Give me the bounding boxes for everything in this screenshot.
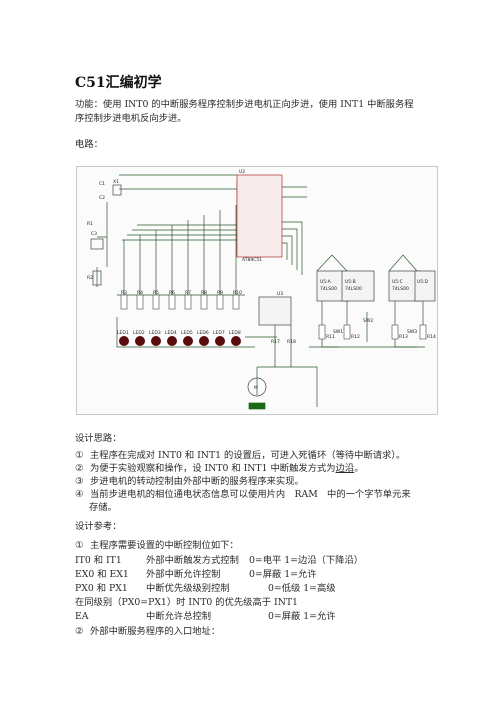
c2-label: C2 [99, 195, 105, 201]
ref-note: 在同级别（PX0=PX1）时 INT0 的优先级高于 INT1 [75, 597, 298, 608]
led3-label: LED3 [149, 330, 161, 336]
schematic-svg: U2 AT89C51 U3 R3 R4 R5 R6 R7 R8 R9 R10 L… [87, 169, 436, 410]
design-item-2-end: 。 [354, 463, 364, 474]
led-4 [167, 336, 177, 346]
led8-label: LED8 [229, 330, 241, 336]
led-5 [183, 336, 193, 346]
led-7 [215, 336, 225, 346]
design-item-1-marker: ① [75, 450, 84, 461]
design-heading: 设计思路： [75, 433, 122, 444]
sw1-label: SW1 [333, 329, 343, 335]
design-item-4-cont: 存储。 [89, 502, 117, 513]
circuit-label: 电路： [75, 139, 103, 150]
intro-line-2: 序控制步进电机反向步进。 [75, 113, 187, 124]
led4-label: LED4 [165, 330, 177, 336]
u5d-label: U5:D [417, 279, 429, 285]
u5c-part: 74LS00 [392, 286, 409, 292]
u5b-label: U5:B [345, 279, 356, 285]
c1-label: C1 [99, 181, 105, 187]
ref-row-ea-values: 0=屏蔽 1=允许 [268, 611, 336, 622]
design-item-2-text: 为便于实验观察和操作，设 INT0 和 INT1 中断触发方式为 [89, 463, 336, 474]
r4-label: R4 [137, 290, 143, 296]
led7-label: LED7 [213, 330, 225, 336]
ref-row-ea-desc: 中断允许总控制 [146, 611, 212, 622]
led5-label: LED5 [181, 330, 193, 336]
ref-row-ex-desc: 外部中断允许控制 [146, 569, 221, 580]
design-item-3-text: 步进电机的转动控制由外部中断的服务程序来实现。 [89, 476, 304, 487]
led-1 [119, 336, 129, 346]
u5b-part: 74LS00 [345, 286, 362, 292]
r12-label: R12 [351, 334, 360, 340]
ref-item-2-marker: ② [75, 626, 84, 637]
r7-label: R7 [185, 290, 191, 296]
r1-label: R1 [87, 221, 93, 227]
page-title: C51汇编初学 [75, 75, 162, 91]
ref-row-px: PX0 和 PX1 [75, 583, 128, 594]
ref-item-1-marker: ① [75, 540, 84, 551]
u5c-label: U5:C [392, 279, 403, 285]
led-6 [199, 336, 209, 346]
motor-label: M [254, 385, 258, 391]
u5a-part: 74LS00 [320, 286, 337, 292]
u2-label: U2 [239, 169, 245, 175]
sw3-label: SW3 [407, 329, 417, 335]
r11-label: R11 [326, 334, 335, 340]
r13-label: R13 [399, 334, 408, 340]
sw2-label: SW2 [363, 318, 373, 324]
r14-label: R14 [427, 334, 436, 340]
r2-label: R2 [87, 275, 93, 281]
ref-item-2-text: 外部中断服务程序的入口地址： [89, 626, 221, 637]
design-item-4-text: 当前步进电机的相位通电状态信息可以使用片内 RAM 中的一个字节单元来 [89, 489, 411, 500]
ref-item-1-text: 主程序需要设置的中断控制位如下： [89, 540, 239, 551]
ref-item-1: ① 主程序需要设置的中断控制位如下： [75, 539, 239, 552]
u5a-label: U5:A [320, 279, 332, 285]
design-item-3: ③ 步进电机的转动控制由外部中断的服务程序来实现。 [75, 475, 304, 488]
design-item-1-text: 主程序在完成对 INT0 和 INT1 的设置后，可进入死循环（等待中断请求）。 [89, 450, 406, 461]
led-2 [135, 336, 145, 346]
ref-row-px-values: 0=低级 1=高级 [268, 583, 336, 594]
led6-label: LED6 [197, 330, 209, 336]
r18-label: R18 [287, 339, 296, 345]
ref-row-it-values: 0=电平 1=边沿（下降沿） [249, 555, 364, 566]
design-item-2-underlined: 边沿 [335, 463, 355, 474]
u2-part-label: AT89C51 [242, 257, 262, 263]
ref-row-it-desc: 外部中断触发方式控制 [146, 555, 239, 566]
ref-row-it: IT0 和 IT1 [75, 555, 122, 566]
design-item-4: ④ 当前步进电机的相位通电状态信息可以使用片内 RAM 中的一个字节单元来 [75, 488, 411, 501]
r9-label: R9 [217, 290, 223, 296]
ref-row-px-desc: 中断优先级级别控制 [146, 583, 230, 594]
design-item-2-marker: ② [75, 463, 84, 474]
x1-label: X1 [113, 179, 119, 185]
ref-heading: 设计参考： [75, 521, 122, 532]
ref-item-2: ② 外部中断服务程序的入口地址： [75, 625, 220, 638]
led1-label: LED1 [117, 330, 129, 336]
c3-label: C3 [91, 231, 97, 237]
led2-label: LED2 [133, 330, 145, 336]
r10-label: R10 [233, 290, 242, 296]
circuit-schematic: U2 AT89C51 U3 R3 R4 R5 R6 R7 R8 R9 R10 L… [76, 166, 438, 415]
ref-row-ex-values: 0=屏蔽 1=允许 [249, 569, 317, 580]
design-item-4-marker: ④ [75, 489, 84, 500]
r5-label: R5 [153, 290, 159, 296]
design-item-3-marker: ③ [75, 476, 84, 487]
design-item-1: ① 主程序在完成对 INT0 和 INT1 的设置后，可进入死循环（等待中断请求… [75, 449, 405, 462]
led-8 [231, 336, 241, 346]
intro-line-1: 功能：使用 INT0 的中断服务程序控制步进电机正向步进，使用 INT1 中断服… [75, 99, 414, 110]
ref-row-ea: EA [75, 611, 89, 622]
r3-label: R3 [121, 290, 127, 296]
u3-label: U3 [277, 291, 283, 297]
ref-row-ex: EX0 和 EX1 [75, 569, 129, 580]
r17-label: R17 [271, 339, 280, 345]
r8-label: R8 [201, 290, 207, 296]
led-3 [151, 336, 161, 346]
design-item-2: ② 为便于实验观察和操作，设 INT0 和 INT1 中断触发方式为边沿。 [75, 462, 364, 475]
r6-label: R6 [169, 290, 175, 296]
